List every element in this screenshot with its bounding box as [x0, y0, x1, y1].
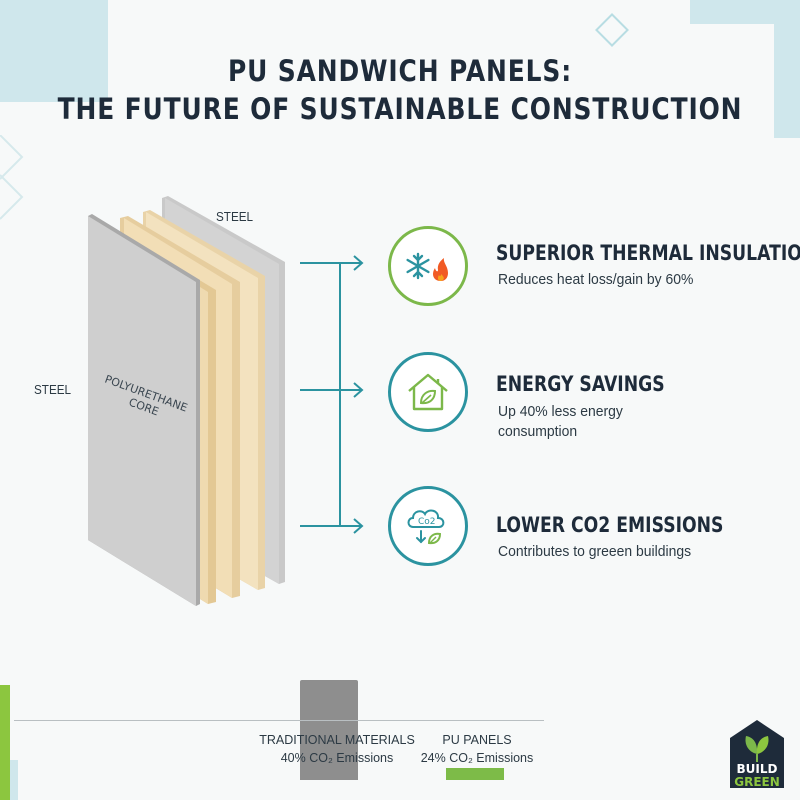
category-name: TRADITIONAL MATERIALS	[259, 733, 415, 747]
decor-corner-bottom-left-inner	[10, 760, 18, 800]
decor-chevrons-left	[0, 135, 24, 220]
snowflake-flame-icon	[388, 226, 468, 306]
page-title: PU SANDWICH PANELS: THE FUTURE OF SUSTAI…	[56, 52, 744, 128]
category-label-traditional: TRADITIONAL MATERIALS 40% CO₂ Emissions	[247, 731, 427, 767]
house-leaf-icon	[388, 352, 468, 432]
title-line-1: PU SANDWICH PANELS:	[227, 54, 573, 88]
feature-title: SUPERIOR THERMAL INSULATION	[496, 241, 800, 265]
decor-corner-top-right-edge	[774, 24, 800, 138]
logo-line2: GREEN	[734, 775, 780, 789]
feature-description: Contributes to greeen buildings	[498, 543, 692, 560]
steel-left-label: STEEL	[34, 382, 72, 397]
category-note: 40% CO₂ Emissions	[280, 751, 394, 765]
feature-lower-co2: Co2 LOWER CO2 EMISSIONS Contributes to g…	[388, 486, 788, 566]
category-label-pu-panels: PU PANELS 24% CO₂ Emissions	[387, 731, 567, 767]
feature-description: Reduces heat loss/gain by 60%	[498, 271, 694, 288]
connector-arrows	[300, 255, 364, 534]
steel-top-label: STEEL	[216, 209, 254, 224]
category-name: PU PANELS	[442, 733, 512, 747]
chart-baseline	[14, 720, 544, 721]
feature-thermal-insulation: SUPERIOR THERMAL INSULATION Reduces heat…	[388, 226, 800, 306]
feature-description: Up 40% less energy consumption	[498, 403, 623, 440]
panel-layers-illustration: POLYURETHANE CORE	[88, 196, 285, 606]
emissions-bar-chart	[250, 620, 560, 780]
feature-title: ENERGY SAVINGS	[496, 372, 665, 396]
co2-cloud-icon: Co2	[388, 486, 468, 566]
feature-title: LOWER CO2 EMISSIONS	[496, 513, 724, 537]
decor-corner-top-right	[690, 0, 800, 24]
bar-pu-panels	[446, 768, 504, 780]
feature-energy-savings: ENERGY SAVINGS Up 40% less energy consum…	[388, 352, 788, 440]
decor-corner-top-left	[0, 0, 108, 102]
title-line-2: THE FUTURE OF SUSTAINABLE CONSTRUCTION	[57, 92, 743, 126]
bar-traditional-materials	[300, 680, 358, 780]
co2-icon-text: Co2	[418, 517, 436, 527]
logo-line1: BUILD	[737, 762, 778, 776]
category-note: 24% CO₂ Emissions	[420, 751, 534, 765]
build-green-logo: BUILD GREEN	[730, 720, 784, 789]
decor-corner-bottom-left	[0, 685, 10, 800]
decor-diamond	[595, 13, 629, 47]
